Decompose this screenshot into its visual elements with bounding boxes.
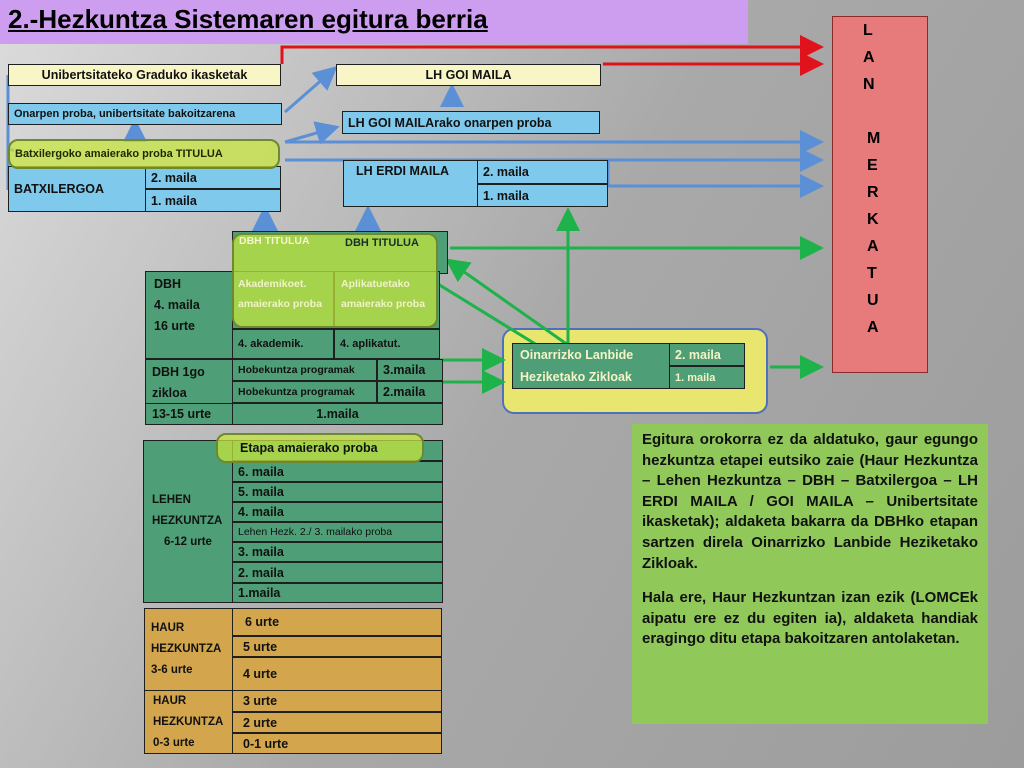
lh-erdi-maila-2: 2. maila (477, 160, 608, 184)
oinarrizko-label-a: Oinarrizko Lanbide (520, 348, 634, 362)
note-paragraph-1: Egitura orokorra ez da aldatuko, gaur eg… (642, 431, 978, 572)
dbh-urte: 16 urte (154, 319, 195, 333)
dbh-zikloa-urte: 13-15 urte (145, 403, 235, 425)
dbh-4-maila-label: DBH 4. maila 16 urte (145, 271, 235, 359)
oinarrizko-maila-2: 2. maila (669, 343, 745, 366)
lan-merkatua-box: L A N M E R K A T U A (832, 16, 928, 373)
dbh-maila: 4. maila (154, 298, 200, 312)
haur36-label-c: 3-6 urte (151, 664, 193, 676)
dbh-akademikoet-proba: Akademikoet. amaierako proba (238, 278, 323, 310)
haur-3-urte: 3 urte (232, 690, 442, 712)
unibertsitate-graduko-box: Unibertsitateko Graduko ikasketak (8, 64, 281, 86)
batxilergo-amaierako-proba: Batxilergoko amaierako proba TITULUA (8, 139, 280, 169)
dbh-3-maila: 3.maila (377, 359, 443, 381)
dbh-label: DBH (154, 277, 182, 291)
haur-4-urte: 4 urte (232, 657, 442, 691)
note-paragraph-2: Hala ere, Haur Hezkuntzan izan ezik (LOM… (642, 589, 978, 648)
oinarrizko-label: Oinarrizko Lanbide Heziketako Zikloak (512, 343, 670, 389)
title-bar (0, 0, 748, 44)
dbh-2-maila: 2.maila (377, 381, 443, 403)
lehen-2-maila: 2. maila (232, 562, 443, 583)
dbh-titulua-b: DBH TITULUA (345, 237, 419, 249)
lan-merkatua-letter: A (867, 319, 879, 336)
oinarrizko-maila-1: 1. maila (669, 366, 745, 389)
unibertsitate-onarpen-box: Onarpen proba, unibertsitate bakoitzaren… (8, 103, 282, 125)
haur36-label-a: HAUR (151, 622, 185, 634)
lehen-4-maila: 4. maila (232, 502, 443, 522)
dbh-zikloa-b: zikloa (152, 386, 187, 400)
dbh-4-akademik: 4. akademik. (232, 329, 334, 359)
haur-0-1-urte: 0-1 urte (232, 733, 442, 754)
lehen-label-b: HEZKUNTZA (152, 515, 223, 527)
lehen-1-maila: 1.maila (232, 583, 443, 603)
batxilergoa-maila-1: 1. maila (145, 189, 281, 212)
dbh-aplikatuetako-proba: Aplikatuetako amaierako proba (341, 278, 426, 310)
lan-merkatua-letter: L (863, 22, 873, 39)
lehen-3-maila: 3. maila (232, 542, 443, 562)
lehen-5-maila: 5. maila (232, 482, 443, 502)
dbh-titulua-a: DBH TITULUA (239, 235, 310, 247)
haur36-label-b: HEZKUNTZA (151, 643, 222, 655)
haur-2-urte: 2 urte (232, 712, 442, 733)
haur-0-3-label: HAUR HEZKUNTZA 0-3 urte (144, 690, 234, 754)
page-title: 2.-Hezkuntza Sistemaren egitura berria (8, 4, 488, 34)
batxilergoa-label: BATXILERGOA (8, 166, 146, 212)
lh-erdi-maila-1: 1. maila (477, 184, 608, 207)
hobekuntza-programak-1: Hobekuntza programak (232, 359, 377, 381)
lan-merkatua-letter: A (863, 49, 875, 66)
hobekuntza-programak-2: Hobekuntza programak (232, 381, 377, 403)
lehen-2-3-mailako-proba: Lehen Hezk. 2./ 3. mailako proba (232, 522, 443, 542)
dbh-1-maila: 1.maila (232, 403, 443, 425)
lh-goi-maila-box: LH GOI MAILA (336, 64, 601, 86)
lh-erdi-maila-label: LH ERDI MAILA (343, 160, 478, 207)
lan-merkatua-letter: A (867, 238, 879, 255)
haur-6-urte: 6 urte (232, 608, 442, 636)
lan-merkatua-letter: K (867, 211, 879, 228)
lehen-label-a: LEHEN (152, 494, 191, 506)
haur03-label-a: HAUR (153, 694, 187, 707)
explanation-note: Egitura orokorra ez da aldatuko, gaur eg… (632, 424, 988, 724)
lan-merkatua-letter: R (867, 184, 879, 201)
haur03-label-b: HEZKUNTZA (153, 715, 224, 728)
dbh-titulua-highlight (232, 233, 438, 328)
haur-5-urte: 5 urte (232, 636, 442, 657)
lehen-label-c: 6-12 urte (164, 536, 212, 548)
oinarrizko-label-b: Heziketako Zikloak (520, 370, 632, 384)
dbh-4-aplikatut: 4. aplikatut. (334, 329, 440, 359)
lehen-6-maila: 6. maila (232, 461, 443, 482)
lan-merkatua-letter: U (867, 292, 879, 309)
batxilergoa-maila-2: 2. maila (145, 166, 281, 189)
lan-merkatua-letter: M (867, 130, 881, 147)
haur-3-6-label: HAUR HEZKUNTZA 3-6 urte (144, 608, 234, 691)
etapa-amaierako-proba: Etapa amaierako proba (216, 433, 424, 463)
lh-goi-onarpen-box: LH GOI MAILArako onarpen proba (342, 111, 600, 134)
lan-merkatua-letter: T (867, 265, 877, 282)
lehen-hezkuntza-label: LEHEN HEZKUNTZA 6-12 urte (143, 440, 233, 603)
dbh-zikloa-a: DBH 1go (152, 365, 205, 379)
lan-merkatua-letter: E (867, 157, 878, 174)
haur03-label-c: 0-3 urte (153, 736, 195, 749)
lan-merkatua-letter: N (863, 76, 875, 93)
